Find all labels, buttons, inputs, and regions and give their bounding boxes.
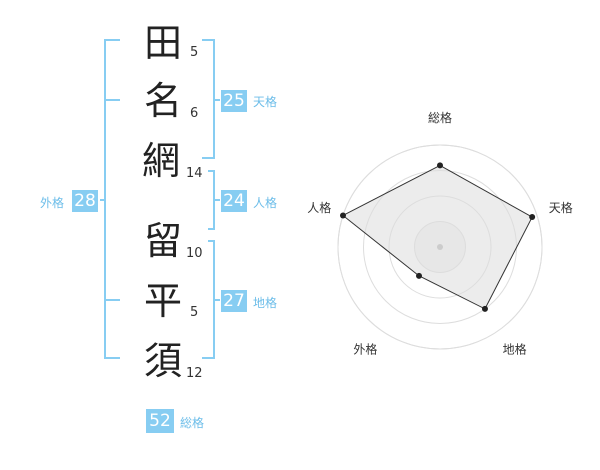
- chikaku-badge: 27: [221, 290, 247, 312]
- chikaku-label: 地格: [253, 296, 278, 310]
- stroke-count-2: 6: [190, 106, 199, 121]
- chikaku-bracket: [202, 240, 220, 359]
- radar-axis-label: 地格: [503, 342, 527, 357]
- radar-axis-label: 天格: [549, 200, 573, 215]
- radar-point: [529, 214, 536, 221]
- radar-point: [437, 162, 443, 169]
- stroke-count-1: 5: [190, 45, 199, 60]
- radar-axis-label: 人格: [307, 200, 331, 215]
- name-char-3: 網: [142, 139, 181, 183]
- soukaku-label: 総格: [180, 416, 205, 430]
- radar-axis-label: 外格: [353, 342, 377, 357]
- tenkaku-bracket: [202, 39, 220, 159]
- radar-ring: [337, 144, 543, 350]
- radar-area: [342, 164, 533, 310]
- radar-point: [416, 272, 423, 279]
- name-char-6: 須: [144, 339, 183, 383]
- jinkaku-badge: 24: [221, 190, 247, 212]
- radar-point: [339, 212, 346, 219]
- name-char-1: 田: [144, 21, 183, 65]
- gaikaku-badge: 28: [72, 190, 98, 212]
- name-char-2: 名: [144, 79, 183, 123]
- radar-point: [481, 305, 488, 312]
- gaikaku-bracket: [100, 39, 120, 359]
- stroke-count-4: 10: [186, 246, 203, 261]
- tenkaku-badge: 25: [221, 90, 247, 112]
- name-char-4: 留: [144, 219, 183, 263]
- tenkaku-label: 天格: [253, 95, 278, 109]
- stroke-count-6: 12: [186, 366, 203, 381]
- stroke-count-3: 14: [186, 166, 203, 181]
- jinkaku-label: 人格: [253, 196, 278, 210]
- stroke-count-5: 5: [190, 305, 199, 320]
- radar-axis-label: 総格: [428, 110, 452, 125]
- radar-center: [437, 244, 443, 250]
- jinkaku-bracket: [208, 170, 220, 230]
- gaikaku-label: 外格: [40, 196, 65, 210]
- soukaku-badge: 52: [146, 409, 174, 433]
- name-char-5: 平: [144, 279, 183, 323]
